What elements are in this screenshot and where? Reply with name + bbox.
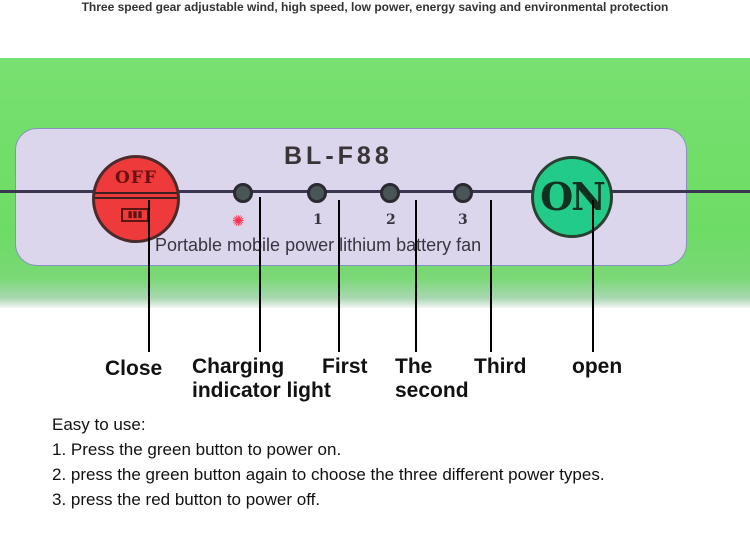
panel-subtitle: Portable mobile power lithium battery fa… <box>155 235 482 255</box>
instructions: Easy to use: 1. Press the green button t… <box>52 412 605 512</box>
charging-sun-icon: ✺ <box>232 213 245 230</box>
battery-icon: ▮▮▮ <box>121 208 149 222</box>
callout-line-first <box>338 200 340 352</box>
label-charging: Charging indicator light <box>192 355 331 402</box>
off-label: OFF <box>115 168 157 188</box>
charging-led <box>233 183 253 203</box>
indicator-1: 1 <box>313 212 323 228</box>
led-1 <box>307 183 327 203</box>
callout-line-close <box>148 200 150 352</box>
instruction-step: 2. press the green button again to choos… <box>52 465 605 484</box>
indicator-2: 2 <box>386 212 396 228</box>
label-second: The second <box>395 355 469 402</box>
label-close: Close <box>105 357 163 380</box>
panel-line <box>0 190 750 193</box>
off-button[interactable]: OFF ▮▮▮ <box>92 155 180 243</box>
led-3 <box>453 183 473 203</box>
label-open: open <box>572 355 623 378</box>
instructions-title: Easy to use: <box>52 415 146 434</box>
indicator-3: 3 <box>458 212 468 228</box>
instruction-step: 3. press the red button to power off. <box>52 490 321 509</box>
callout-line-open <box>592 200 594 352</box>
label-first: First <box>322 355 368 378</box>
off-divider <box>95 192 177 199</box>
top-caption: Three speed gear adjustable wind, high s… <box>81 0 669 14</box>
led-2 <box>380 183 400 203</box>
model-name: BL-F88 <box>284 142 393 170</box>
label-third: Third <box>474 355 527 378</box>
callout-line-second <box>415 200 417 352</box>
callout-line-charging <box>259 197 261 352</box>
on-label: ON <box>540 174 606 219</box>
callout-line-third <box>490 200 492 352</box>
on-button[interactable]: ON <box>531 156 613 238</box>
instruction-step: 1. Press the green button to power on. <box>52 440 342 459</box>
